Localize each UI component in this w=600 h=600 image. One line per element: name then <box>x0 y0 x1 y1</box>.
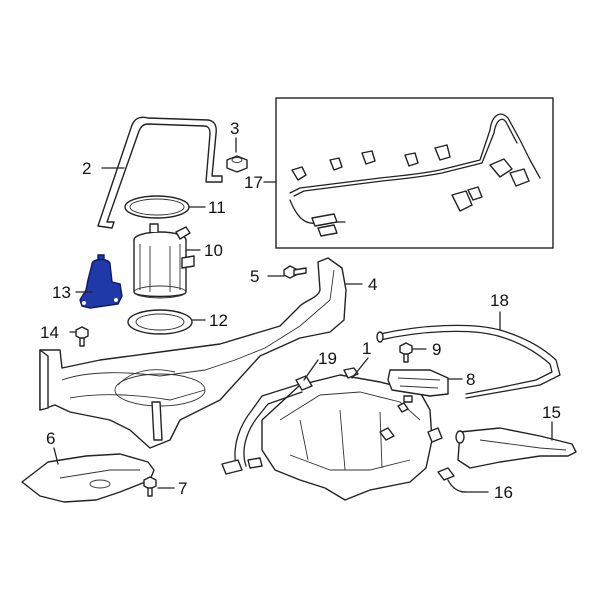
callout-labels: 1 2 3 4 5 6 7 8 9 10 11 12 13 14 15 16 1… <box>40 119 561 502</box>
callout-5: 5 <box>250 267 259 286</box>
bolt-7 <box>143 476 157 497</box>
skid-shield <box>21 453 155 503</box>
callout-18: 18 <box>490 291 509 310</box>
callout-3: 3 <box>230 119 239 138</box>
callout-4: 4 <box>368 275 377 294</box>
callout-16: 16 <box>494 483 513 502</box>
leader-lines <box>53 137 553 493</box>
bolt-5 <box>283 265 307 279</box>
callout-8: 8 <box>466 370 475 389</box>
callout-1: 1 <box>362 339 371 358</box>
callout-6: 6 <box>46 429 55 448</box>
callout-7: 7 <box>178 479 187 498</box>
highlighted-fuel-valve <box>79 254 123 309</box>
callout-11: 11 <box>208 198 226 217</box>
lock-ring <box>127 309 193 335</box>
callout-19: 19 <box>318 349 337 368</box>
nut <box>226 155 248 173</box>
callout-17: 17 <box>244 173 263 192</box>
callout-9: 9 <box>432 340 441 359</box>
callout-13: 13 <box>52 283 71 302</box>
heat-shield-bracket <box>39 257 347 449</box>
fuel-line-harness-inset <box>275 97 554 249</box>
fuel-pump-module <box>133 223 195 299</box>
bolt-14 <box>75 326 89 347</box>
bolt-9 <box>399 342 413 363</box>
callout-10: 10 <box>204 241 223 260</box>
sensor <box>437 467 467 493</box>
callout-2: 2 <box>82 159 91 178</box>
control-module <box>387 369 449 403</box>
fuel-tank <box>261 367 443 501</box>
fuel-tank-strap <box>97 116 223 229</box>
seal-ring <box>124 195 190 219</box>
callout-14: 14 <box>40 323 59 342</box>
callout-15: 15 <box>542 403 561 422</box>
filler-pipe <box>455 427 577 469</box>
callout-12: 12 <box>209 311 228 330</box>
filler-hose <box>221 375 313 475</box>
